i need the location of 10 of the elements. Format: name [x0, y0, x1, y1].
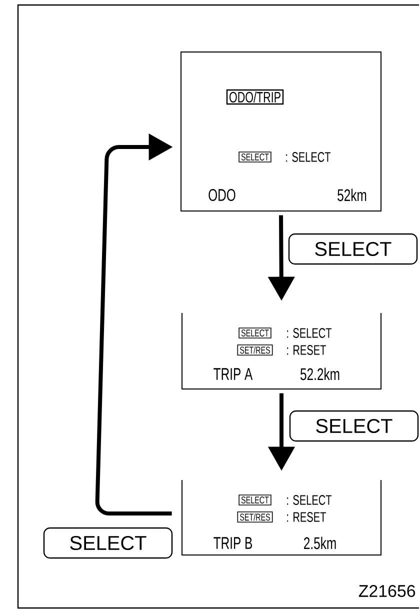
key-box: SET/RES [237, 344, 273, 356]
key-box: SELECT [238, 328, 272, 338]
select-button: SELECT [289, 410, 419, 442]
key-box: SELECT [238, 152, 272, 162]
key-box: SELECT [238, 494, 272, 506]
figure-code: Z21656 [358, 585, 416, 597]
select-button: SELECT [43, 527, 173, 559]
select-button: SELECT [288, 233, 418, 265]
key-box: SET/RES [237, 511, 273, 523]
title-box: ODO/TRIP [226, 89, 284, 105]
